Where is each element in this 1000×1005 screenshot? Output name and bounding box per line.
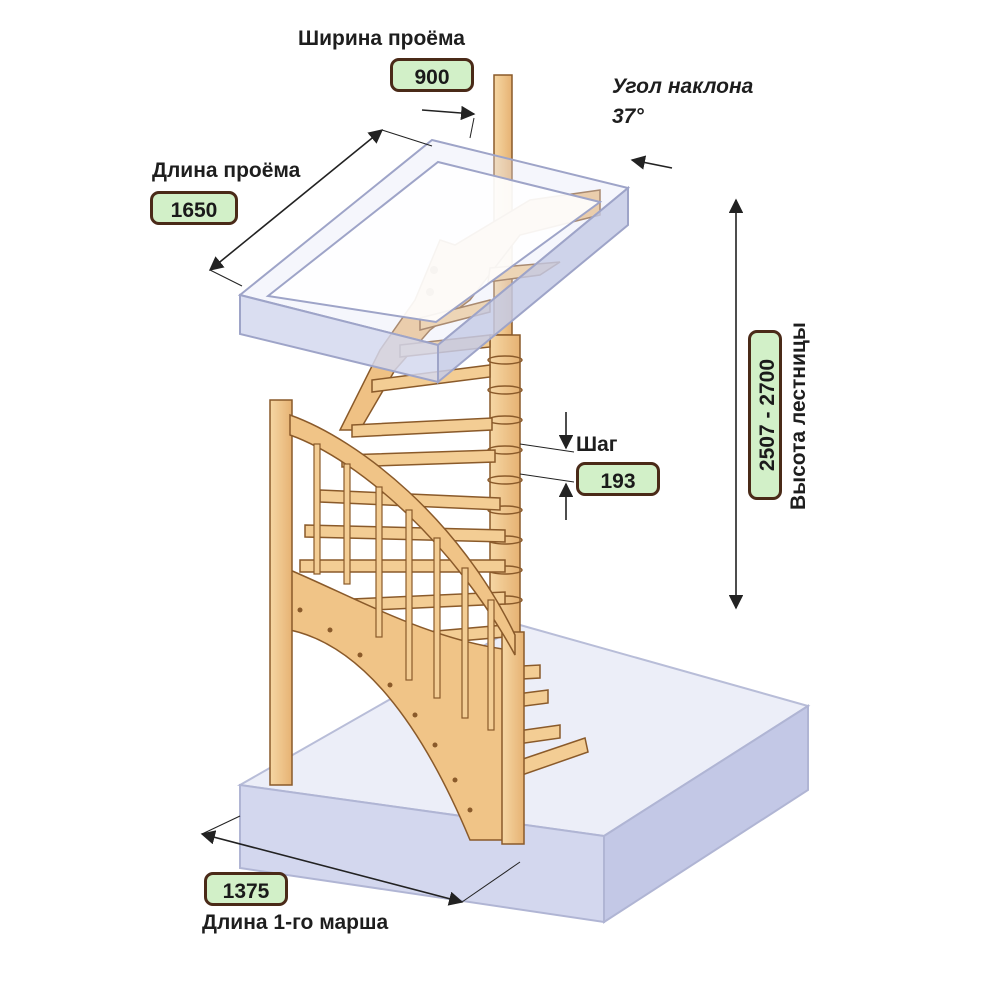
opening-width-dimension bbox=[421, 105, 673, 170]
handrail bbox=[289, 413, 516, 656]
tilt-angle-label: Угол наклона bbox=[612, 75, 754, 98]
height-label-wrap: Высота лестницы bbox=[787, 322, 810, 510]
step-label: Шаг bbox=[576, 433, 618, 456]
height-badge-wrap: 2507 - 2700 bbox=[748, 330, 782, 500]
opening-length-label: Длина проёма bbox=[152, 159, 301, 182]
opening-width-label: Ширина проёма bbox=[298, 27, 465, 50]
tilt-angle-value: 37° bbox=[612, 105, 644, 128]
height-value: 2507 - 2700 bbox=[748, 330, 782, 500]
opening-length-value: 1650 bbox=[150, 191, 238, 225]
first-flight-value: 1375 bbox=[204, 872, 288, 906]
ceiling-opening-frame bbox=[237, 138, 631, 385]
first-flight-label: Длина 1-го марша bbox=[202, 911, 389, 934]
balusters bbox=[313, 443, 495, 731]
step-dimension bbox=[519, 412, 575, 520]
opening-length-dimension bbox=[208, 129, 433, 287]
opening-width-value: 900 bbox=[390, 58, 474, 92]
step-value: 193 bbox=[576, 462, 660, 496]
first-flight-dimension bbox=[200, 815, 521, 906]
height-label: Высота лестницы bbox=[787, 322, 810, 510]
newel-posts bbox=[269, 399, 525, 845]
lower-stringer bbox=[289, 568, 511, 841]
